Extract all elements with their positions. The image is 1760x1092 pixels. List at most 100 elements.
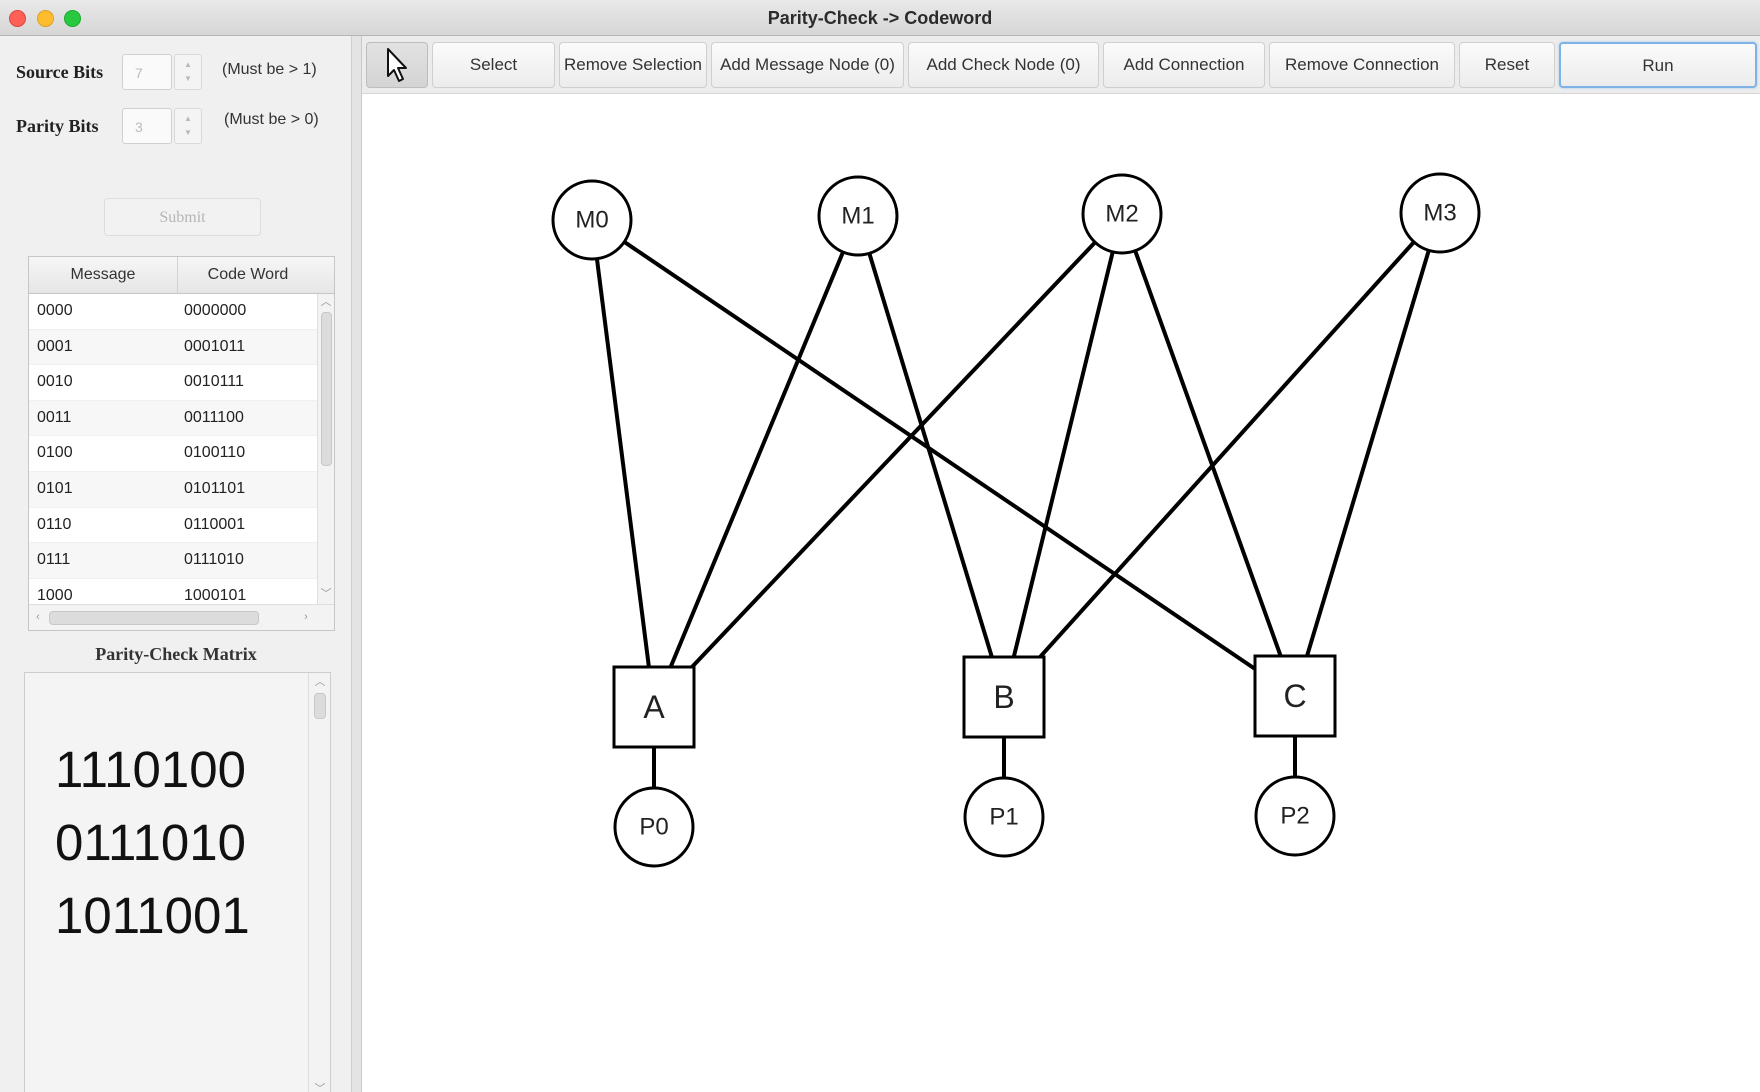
- message-node-m2[interactable]: M2: [1081, 173, 1163, 255]
- message-node-label: M0: [575, 207, 608, 234]
- parity-check-matrix-area: 1110100 0111010 1011001 ︿ ﹀ ‹ ›: [24, 672, 331, 1092]
- table-row[interactable]: 0010 0010111: [29, 365, 317, 401]
- scroll-down-arrow-icon[interactable]: ﹀: [320, 588, 332, 600]
- edge-m3-b[interactable]: [1002, 211, 1442, 699]
- source-bits-spinner[interactable]: 7 ▲▼: [122, 54, 202, 92]
- column-header-message[interactable]: Message: [29, 257, 178, 293]
- check-node-c[interactable]: C: [1253, 654, 1337, 738]
- close-window-button[interactable]: [9, 10, 26, 27]
- tanner-graph[interactable]: M0 M1 M2 M3A B C P0 P1 P2: [362, 94, 1760, 1092]
- code-word-cell: 0100110: [184, 444, 246, 462]
- check-node-label: C: [1283, 678, 1306, 714]
- table-row[interactable]: 0110 0110001: [29, 508, 317, 544]
- parity-node-label: P1: [989, 804, 1018, 831]
- source-bits-label: Source Bits: [16, 62, 104, 82]
- parity-node-p2[interactable]: P2: [1254, 775, 1336, 857]
- split-pane-divider[interactable]: [352, 36, 362, 1092]
- maximize-window-button[interactable]: [64, 10, 81, 27]
- edge-m0-a[interactable]: [590, 219, 656, 708]
- add-message-node-button[interactable]: Add Message Node (0): [711, 42, 904, 88]
- add-connection-button[interactable]: Add Connection: [1103, 42, 1265, 88]
- table-header: Message Code Word: [29, 257, 334, 294]
- code-word-cell: 0010111: [184, 373, 244, 391]
- matrix-vertical-scroll-thumb[interactable]: [314, 693, 326, 719]
- table-horizontal-scrollbar[interactable]: ‹ ›: [29, 604, 334, 630]
- edge-m0-c[interactable]: [590, 218, 1297, 698]
- check-node-shape: [612, 665, 696, 749]
- source-bits-hint: (Must be > 1): [222, 61, 317, 78]
- table-vertical-scroll-thumb[interactable]: [321, 312, 332, 466]
- check-node-a[interactable]: A: [612, 665, 696, 749]
- source-bits-input[interactable]: 7: [122, 54, 172, 90]
- message-node-label: M2: [1105, 201, 1138, 228]
- message-node-m0[interactable]: M0: [551, 179, 633, 261]
- reset-button[interactable]: Reset: [1459, 42, 1555, 88]
- matrix-row: 0111010: [55, 814, 246, 871]
- code-word-cell: 0111010: [184, 551, 244, 569]
- scroll-down-arrow-icon[interactable]: ﹀: [314, 1083, 326, 1092]
- parity-node-shape: [1254, 775, 1336, 857]
- edge-m2-b[interactable]: [1002, 213, 1124, 698]
- scroll-up-arrow-icon[interactable]: ︿: [314, 676, 326, 688]
- scroll-left-arrow-icon[interactable]: ‹: [36, 611, 40, 623]
- message-node-label: M3: [1423, 200, 1456, 227]
- edge-m1-b[interactable]: [856, 215, 1006, 698]
- table-vertical-scrollbar[interactable]: ︿ ﹀: [317, 294, 334, 604]
- parity-node-shape: [613, 786, 695, 868]
- minimize-window-button[interactable]: [37, 10, 54, 27]
- message-node-shape: [817, 175, 899, 257]
- edge-m2-c[interactable]: [1120, 213, 1297, 697]
- column-header-code-word[interactable]: Code Word: [207, 266, 289, 283]
- table-horizontal-scroll-thumb[interactable]: [49, 611, 259, 625]
- remove-connection-button[interactable]: Remove Connection: [1269, 42, 1455, 88]
- scroll-up-arrow-icon[interactable]: ︿: [320, 296, 332, 308]
- matrix-row: 1011001: [55, 887, 250, 944]
- scroll-right-arrow-icon[interactable]: ›: [304, 611, 308, 623]
- edge-m1-a[interactable]: [652, 215, 860, 708]
- parity-node-shape: [963, 776, 1045, 858]
- message-node-shape: [551, 179, 633, 261]
- message-cell: 0110: [37, 515, 72, 533]
- toolbar: Select Remove Selection Add Message Node…: [362, 36, 1760, 94]
- remove-selection-button[interactable]: Remove Selection: [559, 42, 707, 88]
- parity-bits-spinner[interactable]: 3 ▲▼: [122, 108, 202, 146]
- code-word-cell: 0110001: [184, 515, 246, 533]
- message-node-shape: [1081, 173, 1163, 255]
- submit-button[interactable]: Submit: [104, 198, 261, 236]
- add-check-node-button[interactable]: Add Check Node (0): [908, 42, 1099, 88]
- parity-node-label: P0: [639, 814, 668, 841]
- message-cell: 0010: [37, 373, 73, 391]
- check-node-b[interactable]: B: [962, 655, 1046, 739]
- message-cell: 1000: [37, 586, 73, 604]
- check-node-label: A: [643, 689, 665, 725]
- parity-node-p0[interactable]: P0: [613, 786, 695, 868]
- parity-bits-stepper[interactable]: ▲▼: [174, 108, 202, 144]
- left-panel: Source Bits 7 ▲▼ (Must be > 1) Parity Bi…: [0, 36, 352, 1092]
- edge-m2-a[interactable]: [652, 212, 1124, 709]
- pointer-tool-button[interactable]: [366, 42, 428, 88]
- parity-node-p1[interactable]: P1: [963, 776, 1045, 858]
- message-node-m1[interactable]: M1: [817, 175, 899, 257]
- select-button[interactable]: Select: [432, 42, 555, 88]
- parity-bits-hint: (Must be > 0): [224, 111, 319, 128]
- matrix-vertical-scrollbar[interactable]: ︿ ﹀: [308, 673, 330, 1092]
- parity-bits-input[interactable]: 3: [122, 108, 172, 144]
- run-button[interactable]: Run: [1559, 42, 1757, 88]
- edge-m3-c[interactable]: [1293, 212, 1442, 697]
- message-node-m3[interactable]: M3: [1399, 172, 1481, 254]
- parity-check-matrix-title: Parity-Check Matrix: [95, 644, 257, 664]
- source-bits-stepper[interactable]: ▲▼: [174, 54, 202, 90]
- message-cell: 0101: [37, 479, 73, 497]
- code-word-cell: 0001011: [184, 337, 246, 355]
